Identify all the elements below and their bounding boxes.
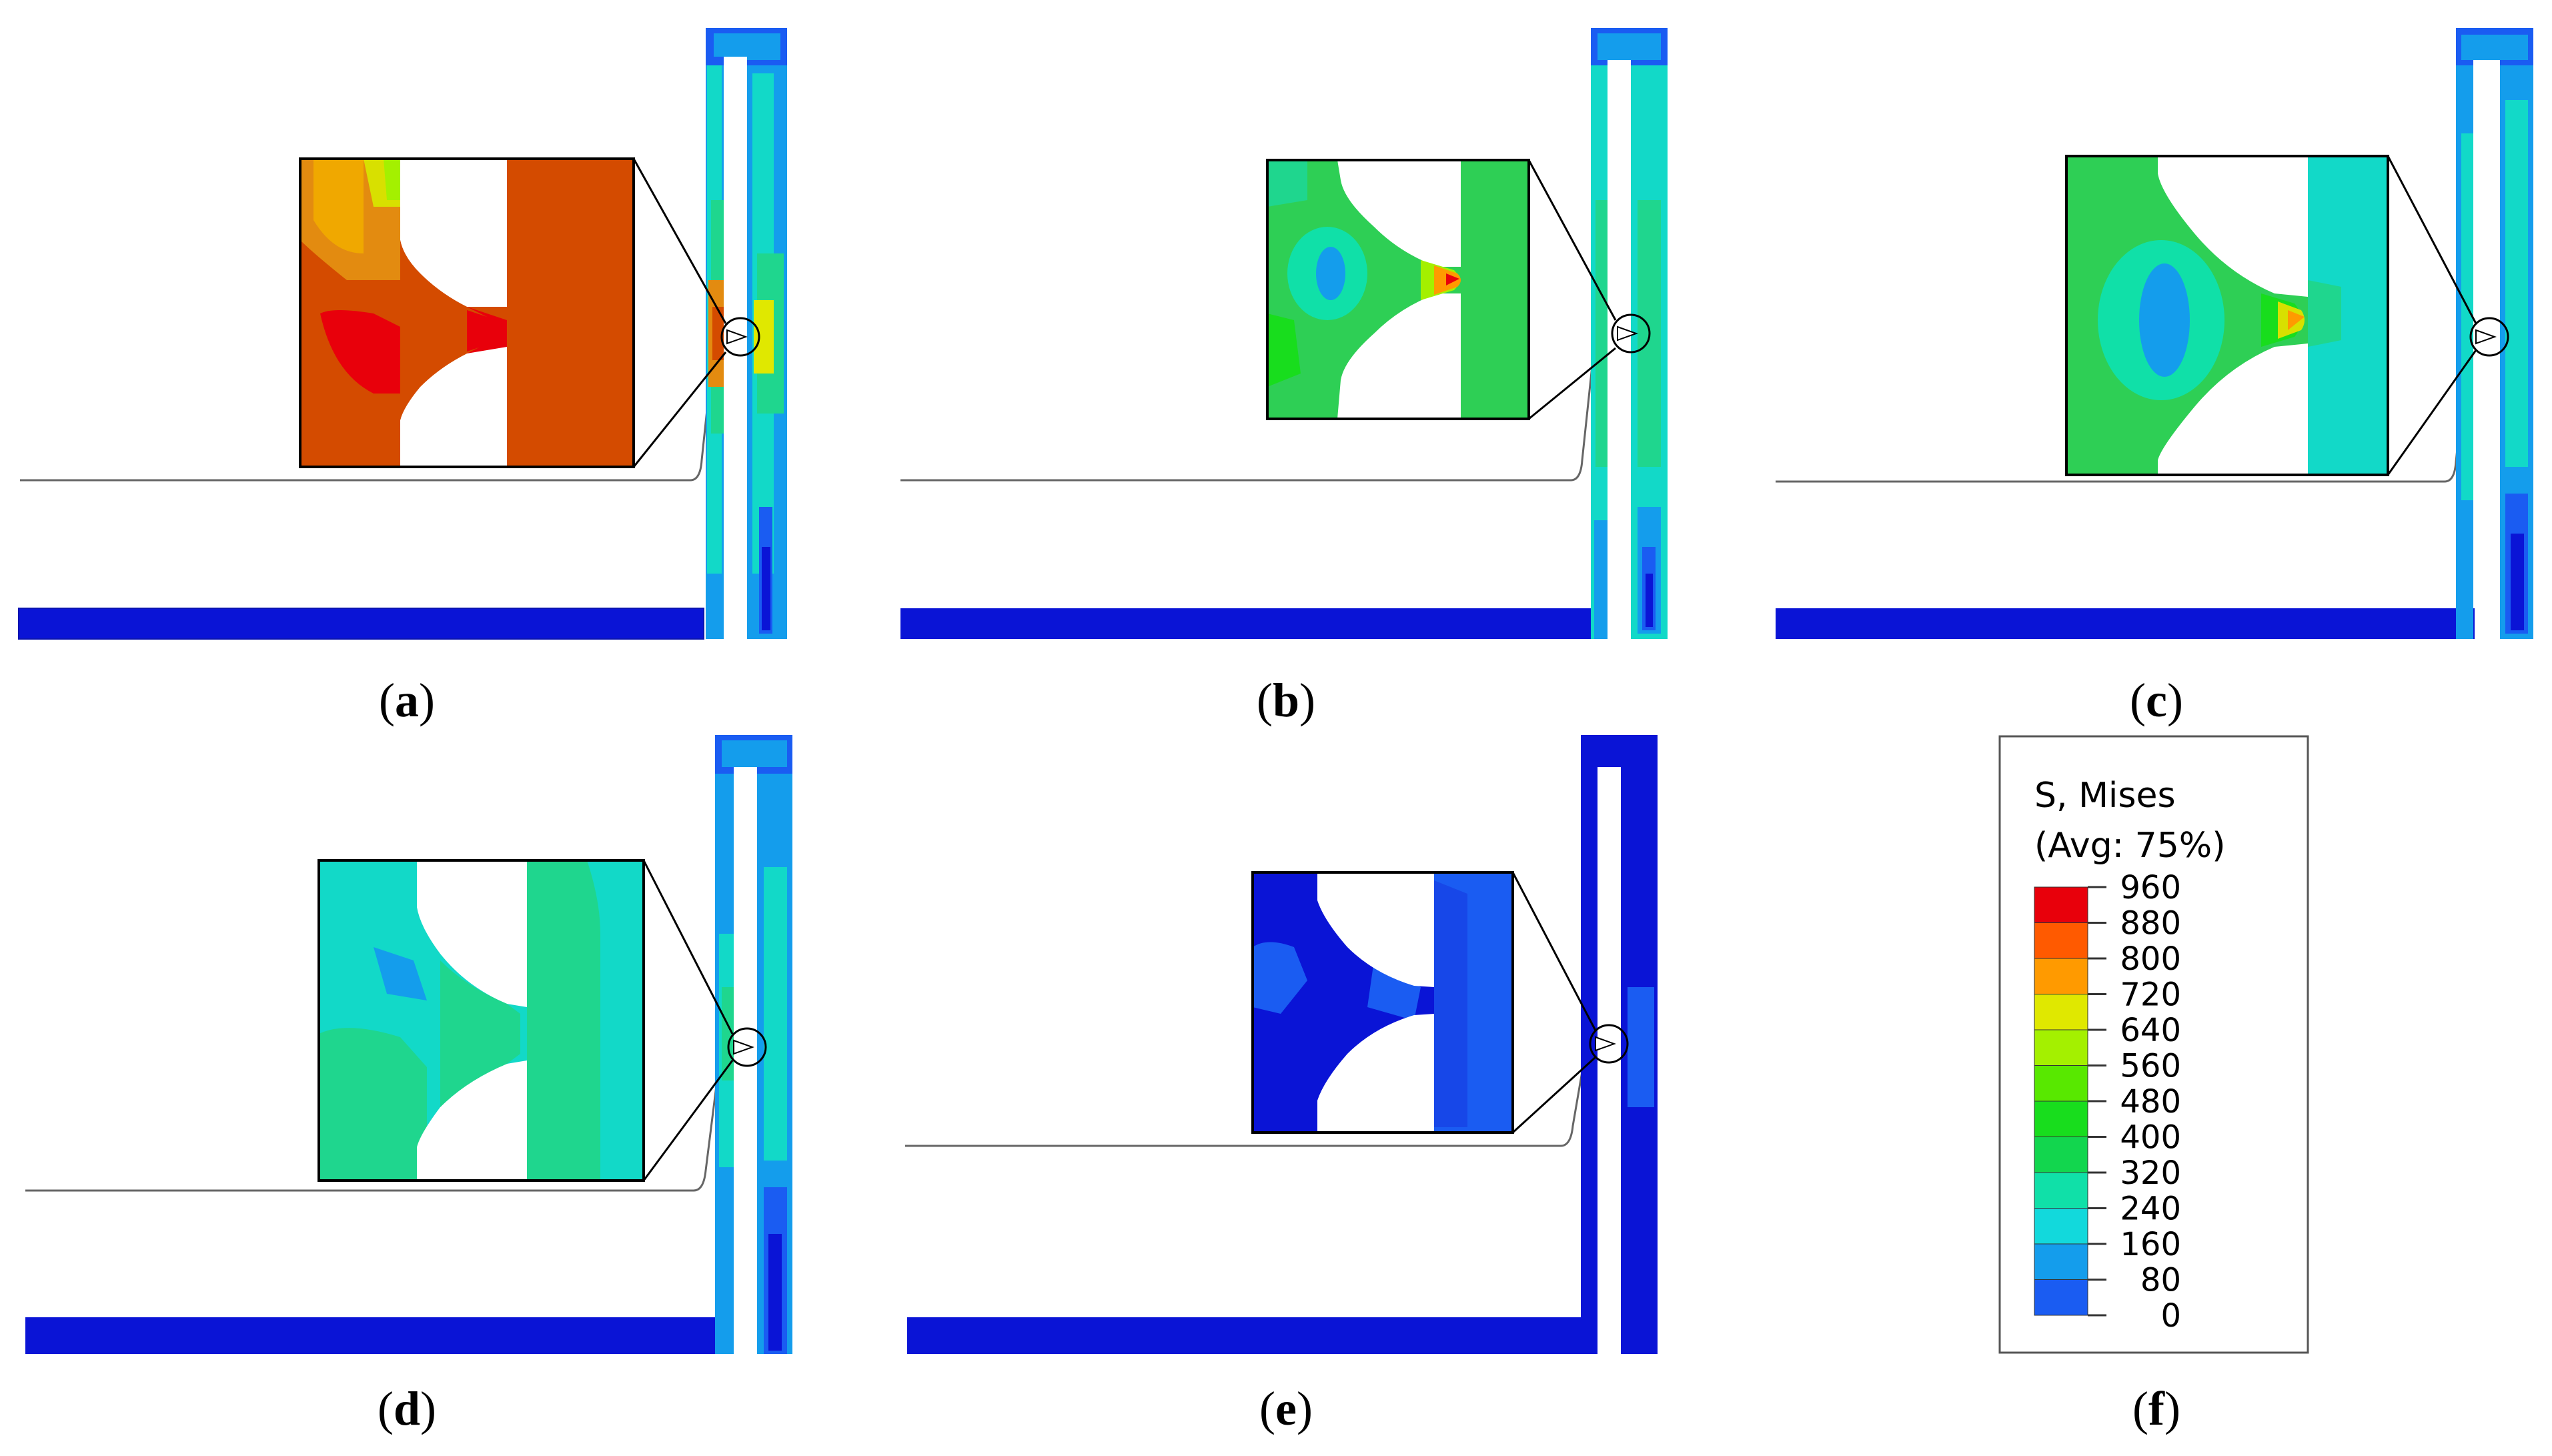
base-plate: [1776, 608, 2475, 639]
left-vertical-plate: [1581, 737, 1598, 1354]
legend-level-label: 0: [2160, 1297, 2181, 1335]
legend-subtitle: (Avg: 75%): [2034, 826, 2226, 866]
base-plate: [907, 1317, 1598, 1354]
legend-swatch: [2034, 1172, 2088, 1209]
panel-e: [905, 735, 1658, 1354]
base-plate: [25, 1317, 734, 1354]
detail-circle: [727, 1027, 767, 1067]
legend-swatch: [2034, 886, 2088, 923]
legend-swatch: [2034, 922, 2088, 959]
plate-outline: [905, 1040, 1589, 1147]
legend-level-label: 800: [2120, 940, 2181, 978]
base-plate: [900, 608, 1591, 639]
panel-label-a: (a): [379, 674, 435, 727]
panel-c: [1776, 28, 2533, 639]
legend-level-label: 80: [2140, 1262, 2181, 1299]
panel-d: [25, 735, 792, 1354]
legend-level-label: 160: [2120, 1226, 2181, 1263]
legend-swatch: [2034, 1065, 2088, 1102]
top-cap: [1581, 735, 1658, 774]
legend-swatch: [2034, 1137, 2088, 1173]
legend-color-bar: [2034, 886, 2088, 1316]
zoom-inset-e: [1251, 871, 1514, 1134]
detail-circle: [1611, 313, 1651, 353]
plate-outline: [25, 1053, 722, 1192]
zoom-inset-d: [317, 859, 645, 1182]
panel-label-d: (d): [377, 1382, 436, 1435]
legend-level-label: 240: [2120, 1191, 2181, 1228]
legend-level-label: 400: [2120, 1119, 2181, 1157]
legend-level-label: 960: [2120, 869, 2181, 906]
zoom-inset-a: [299, 157, 635, 468]
legend-swatch: [2034, 1279, 2088, 1316]
panel-label-e: (e): [1259, 1382, 1313, 1435]
legend-level-label: 560: [2120, 1048, 2181, 1085]
panel-label-b: (b): [1256, 674, 1315, 727]
legend-swatch: [2034, 994, 2088, 1030]
legend: S, Mises (Avg: 75%) 96088080072064056048…: [1998, 735, 2309, 1354]
legend-title: S, Mises: [2034, 776, 2176, 816]
detail-circle: [1589, 1024, 1629, 1064]
panel-a: [18, 28, 787, 640]
panel-label-f: (f): [2132, 1382, 2180, 1435]
legend-swatch: [2034, 1101, 2088, 1137]
legend-level-label: 720: [2120, 976, 2181, 1014]
legend-swatch: [2034, 1243, 2088, 1280]
legend-level-label: 480: [2120, 1083, 2181, 1121]
legend-swatch: [2034, 1208, 2088, 1245]
legend-level-label: 640: [2120, 1012, 2181, 1049]
panel-b: [900, 28, 1668, 639]
plate-outline: [1776, 346, 2469, 483]
zoom-inset-c: [2065, 155, 2389, 476]
plate-outline: [20, 346, 715, 482]
gap-shape: [400, 159, 507, 307]
zoom-inset-b: [1266, 159, 1530, 420]
base-plate: [18, 608, 704, 640]
legend-level-label: 320: [2120, 1155, 2181, 1192]
legend-swatch: [2034, 1029, 2088, 1066]
legend-swatch: [2034, 958, 2088, 994]
detail-circle: [2469, 317, 2509, 357]
legend-level-label: 880: [2120, 905, 2181, 942]
panel-label-c: (c): [2130, 674, 2183, 727]
detail-circle: [720, 317, 760, 357]
plate-outline: [900, 346, 1596, 482]
